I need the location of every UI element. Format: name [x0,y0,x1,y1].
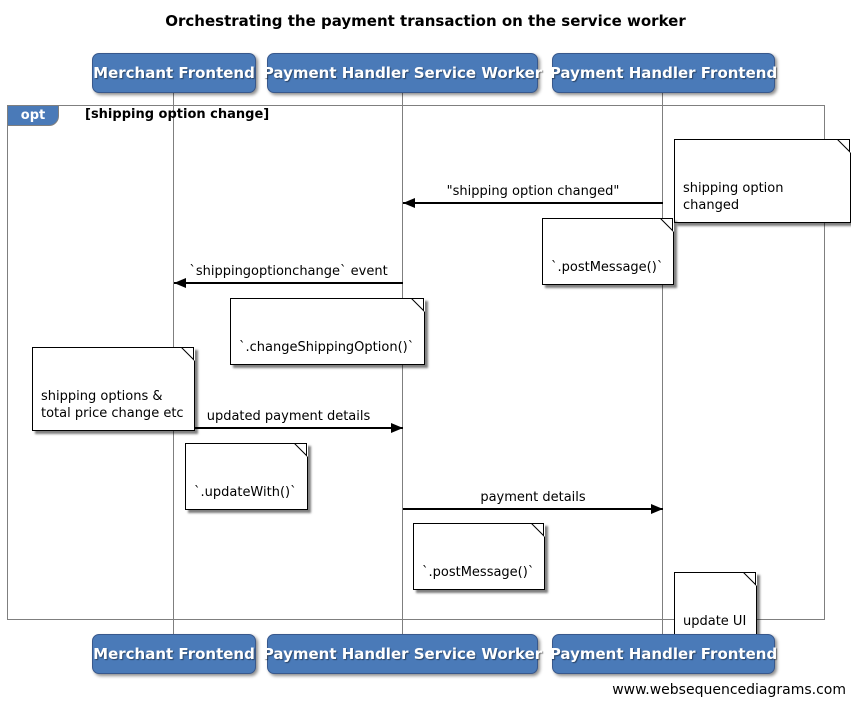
message-line [174,282,403,284]
opt-guard-condition: [shipping option change] [85,107,270,122]
actor-label: Merchant Frontend [93,645,255,663]
note-update-ui: update UI [674,572,758,639]
note-text: shipping option changed [683,180,784,213]
note-change-shipping-option: `.changeShippingOption()` [230,298,426,365]
note-text: shipping options & total price change et… [41,388,184,421]
note-fold-icon [743,572,758,586]
note-shipping-option-changed: shipping option changed [674,139,851,223]
actor-top-payment-handler-frontend: Payment Handler Frontend [549,53,778,93]
note-text: update UI [683,613,747,629]
opt-frame [7,105,825,620]
note-shipping-options-total-price: shipping options & total price change et… [32,347,195,431]
arrowhead-left-icon [403,198,415,208]
lifeline-payment-handler-frontend [662,93,663,634]
arrowhead-left-icon [174,278,186,288]
message-line [403,508,663,510]
opt-operator-label: opt [20,108,46,123]
opt-frame-operator-tab: opt [7,105,59,126]
message-label-shipping-option-changed: "shipping option changed" [446,184,620,199]
message-label-updated-payment-details: updated payment details [206,409,371,424]
actor-label: Payment Handler Service Worker [262,645,543,663]
arrowhead-right-icon [391,423,403,433]
note-fold-icon [531,523,546,537]
actor-label: Payment Handler Frontend [549,64,778,82]
note-text: `.postMessage()` [422,564,535,580]
note-fold-icon [180,347,195,361]
actor-bottom-payment-handler-service-worker: Payment Handler Service Worker [263,634,542,674]
note-postmessage-1: `.postMessage()` [542,218,675,285]
message-label-payment-details: payment details [480,490,586,505]
note-text: `.changeShippingOption()` [239,339,415,355]
actor-top-payment-handler-service-worker: Payment Handler Service Worker [263,53,542,93]
message-line [174,427,403,429]
actor-bottom-payment-handler-frontend: Payment Handler Frontend [549,634,778,674]
message-label-shippingoptionchange-event: `shippingoptionchange` event [189,264,388,279]
note-fold-icon [660,218,675,232]
actor-top-merchant-frontend: Merchant Frontend [92,53,256,93]
actor-label: Merchant Frontend [93,64,255,82]
note-text: `.postMessage()` [551,259,664,275]
note-text: `.updateWith()` [194,484,297,500]
note-postmessage-2: `.postMessage()` [413,523,546,590]
note-fold-icon [411,298,426,312]
note-fold-icon [837,139,851,153]
arrowhead-right-icon [651,504,663,514]
actor-label: Payment Handler Frontend [549,645,778,663]
actor-label: Payment Handler Service Worker [262,64,543,82]
note-update-with: `.updateWith()` [185,443,308,510]
diagram-title: Orchestrating the payment transaction on… [165,12,686,30]
note-fold-icon [293,443,308,457]
message-line [403,202,663,204]
watermark-websequencediagrams: www.websequencediagrams.com [612,682,846,698]
actor-bottom-merchant-frontend: Merchant Frontend [92,634,256,674]
